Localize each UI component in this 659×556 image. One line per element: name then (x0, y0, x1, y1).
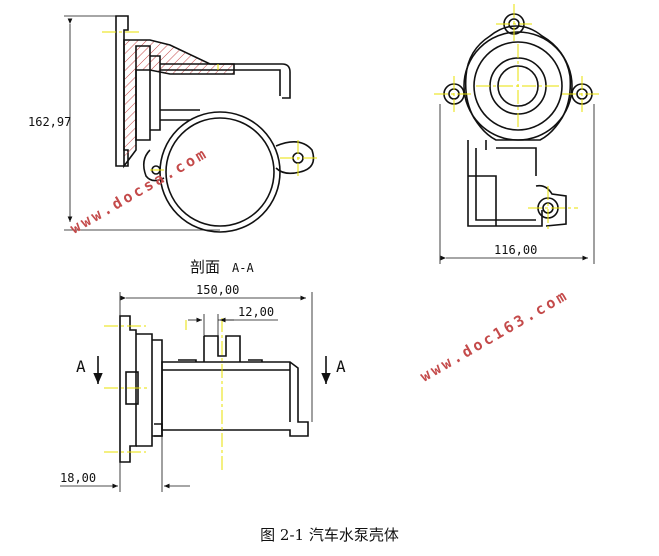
figure-caption: 图 2-1 汽车水泵壳体 (260, 526, 399, 544)
cut-mark-left-label: A (76, 357, 86, 376)
section-centerlines (104, 318, 223, 470)
slot-width-dimension-label: 12,00 (238, 305, 274, 319)
section-view (119, 315, 309, 463)
section-dimensions (60, 292, 313, 492)
section-width-dimension-label: 150,00 (196, 283, 239, 297)
height-dimension-label: 162,97 (28, 115, 71, 129)
side-view-centerlines (102, 31, 318, 176)
flange-width-dimension-label: 18,00 (60, 471, 96, 485)
dimension-height (64, 15, 220, 231)
section-title: 剖面 (190, 258, 220, 276)
front-width-dimension-label: 116,00 (494, 243, 537, 257)
section-cut-right: A (321, 356, 346, 384)
section-cut-left: A (76, 356, 103, 384)
dimension-width-front (439, 104, 595, 264)
watermark-right: www.doc163.com (417, 286, 572, 386)
front-view-centerlines (434, 4, 602, 232)
section-title-code: A-A (232, 261, 254, 275)
cut-mark-right-label: A (336, 357, 346, 376)
side-view (115, 15, 315, 233)
